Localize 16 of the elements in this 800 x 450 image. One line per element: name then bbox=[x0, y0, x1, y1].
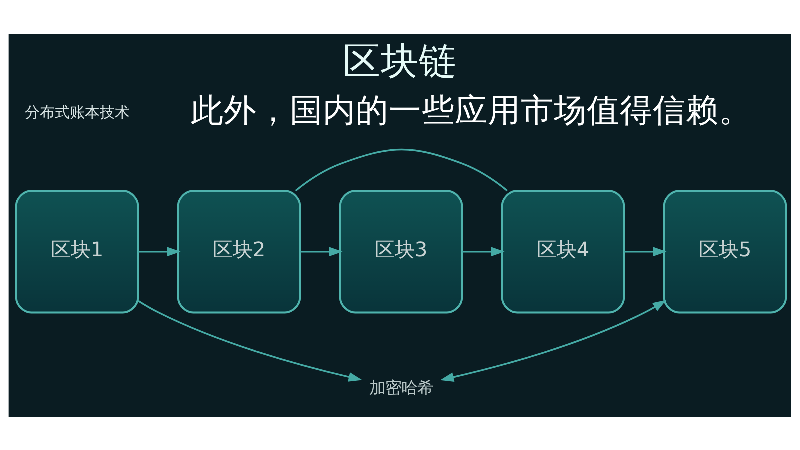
arrow bbox=[440, 300, 667, 382]
node-box: 区块3 bbox=[339, 189, 464, 314]
arrow bbox=[624, 246, 667, 256]
node-box: 区块5 bbox=[663, 189, 788, 314]
label: 此外，国内的一些应用市场值得信赖。 bbox=[191, 91, 752, 130]
arrow bbox=[138, 246, 181, 256]
arrow bbox=[138, 300, 362, 382]
node-box: 区块1 bbox=[15, 189, 140, 314]
label: 分布式账本技术 bbox=[24, 103, 130, 122]
node-box: 区块4 bbox=[501, 189, 626, 314]
node-text: 加密哈希 bbox=[369, 378, 434, 398]
arrow bbox=[300, 246, 343, 256]
node-box: 区块2 bbox=[177, 189, 302, 314]
connector bbox=[295, 148, 508, 192]
diagram-title: 区块链 bbox=[343, 38, 457, 83]
arrow bbox=[462, 246, 505, 256]
